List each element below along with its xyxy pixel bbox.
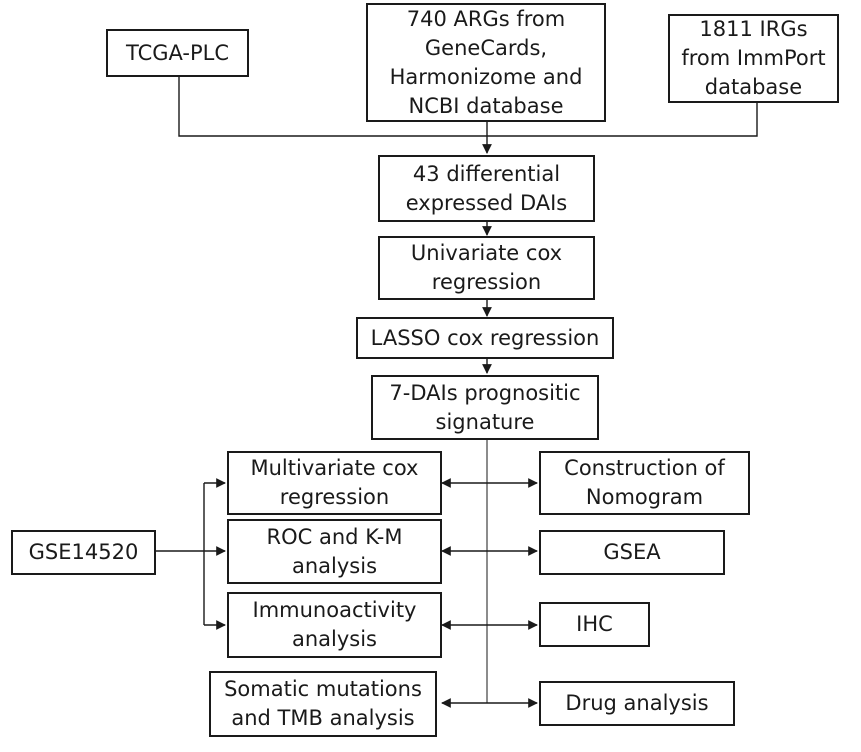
- differential-dais-box: 43 differential expressed DAIs: [378, 155, 595, 222]
- irgs-source-box: 1811 IRGs from ImmPort database: [668, 14, 839, 103]
- multivariate-cox-box: Multivariate cox regression: [227, 451, 442, 515]
- gsea-box: GSEA: [539, 530, 725, 575]
- drug-analysis-box: Drug analysis: [539, 681, 735, 726]
- gse14520-box: GSE14520: [11, 530, 156, 575]
- immunoactivity-box: Immunoactivity analysis: [227, 592, 442, 658]
- connector-tcga: [178, 77, 487, 137]
- somatic-mutations-box: Somatic mutations and TMB analysis: [209, 671, 437, 737]
- args-source-box: 740 ARGs from GeneCards, Harmonizome and…: [366, 3, 606, 122]
- univariate-cox-box: Univariate cox regression: [378, 236, 595, 300]
- lasso-cox-box: LASSO cox regression: [356, 317, 614, 359]
- ihc-box: IHC: [539, 602, 650, 647]
- roc-km-box: ROC and K-M analysis: [227, 519, 442, 584]
- tcga-plc-box: TCGA-PLC: [106, 29, 249, 77]
- signature-box: 7-DAIs prognositic signature: [371, 375, 599, 440]
- nomogram-box: Construction of Nomogram: [539, 451, 750, 515]
- connector-irgs: [487, 103, 758, 137]
